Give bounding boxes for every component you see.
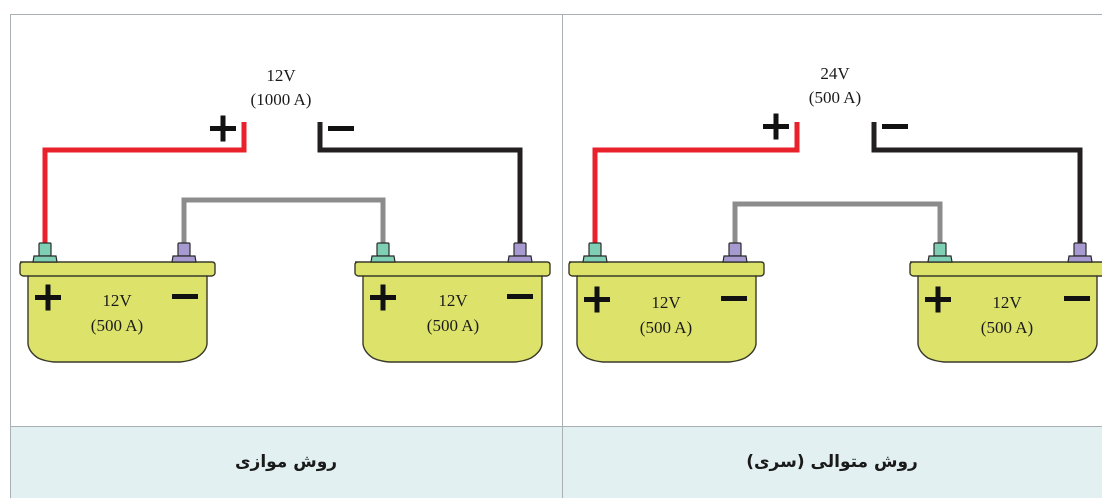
battery-current: (500 A): [427, 316, 479, 335]
negative-terminal: [171, 242, 197, 263]
battery-voltage: 12V: [438, 291, 468, 310]
table-grid: [10, 14, 1102, 498]
battery-voltage: 12V: [651, 293, 681, 312]
plus-sign-icon: [370, 284, 396, 311]
negative-terminal: [1067, 242, 1093, 263]
minus-sign-icon: [328, 126, 354, 131]
output-current: (500 A): [809, 88, 861, 107]
positive-wire: [592, 122, 800, 250]
minus-sign-icon: [721, 296, 747, 301]
plus-sign-icon: [584, 286, 610, 313]
plus-sign-icon: [925, 286, 951, 313]
battery-current: (500 A): [981, 318, 1033, 337]
battery-current: (500 A): [91, 316, 143, 335]
link-wire: [181, 197, 386, 248]
positive-terminal: [370, 242, 396, 263]
positive-wire: [42, 122, 247, 250]
method-label-parallel: روش موازی: [234, 452, 338, 472]
positive-terminal: [582, 242, 608, 263]
plus-sign-icon: [763, 113, 789, 140]
link-wire: [732, 201, 943, 248]
minus-sign-icon: [1064, 296, 1090, 301]
output-voltage: 24V: [820, 64, 850, 83]
negative-terminal: [722, 242, 748, 263]
battery-voltage: 12V: [992, 293, 1022, 312]
parallel-diagram: 12V (1000 A) 12V (500 A) 12V (500 A): [19, 66, 551, 363]
negative-wire: [871, 122, 1083, 250]
positive-terminal: [32, 242, 58, 263]
minus-sign-icon: [507, 294, 533, 299]
negative-wire: [317, 122, 523, 250]
diagram-frame: 12V (1000 A) 12V (500 A) 12V (500 A): [10, 14, 1102, 498]
battery-voltage: 12V: [102, 291, 132, 310]
output-current: (1000 A): [251, 90, 312, 109]
positive-terminal: [927, 242, 953, 263]
minus-sign-icon: [172, 294, 198, 299]
plus-sign-icon: [210, 115, 236, 142]
minus-sign-icon: [882, 124, 908, 129]
output-voltage: 12V: [266, 66, 296, 85]
negative-terminal: [507, 242, 533, 263]
plus-sign-icon: [35, 284, 61, 311]
method-label-series: روش متوالی (سری): [746, 452, 918, 472]
battery: [354, 261, 551, 363]
series-diagram: 24V (500 A) 12V (500 A) 12V (500 A): [568, 64, 1102, 363]
battery: [19, 261, 216, 363]
battery-current: (500 A): [640, 318, 692, 337]
